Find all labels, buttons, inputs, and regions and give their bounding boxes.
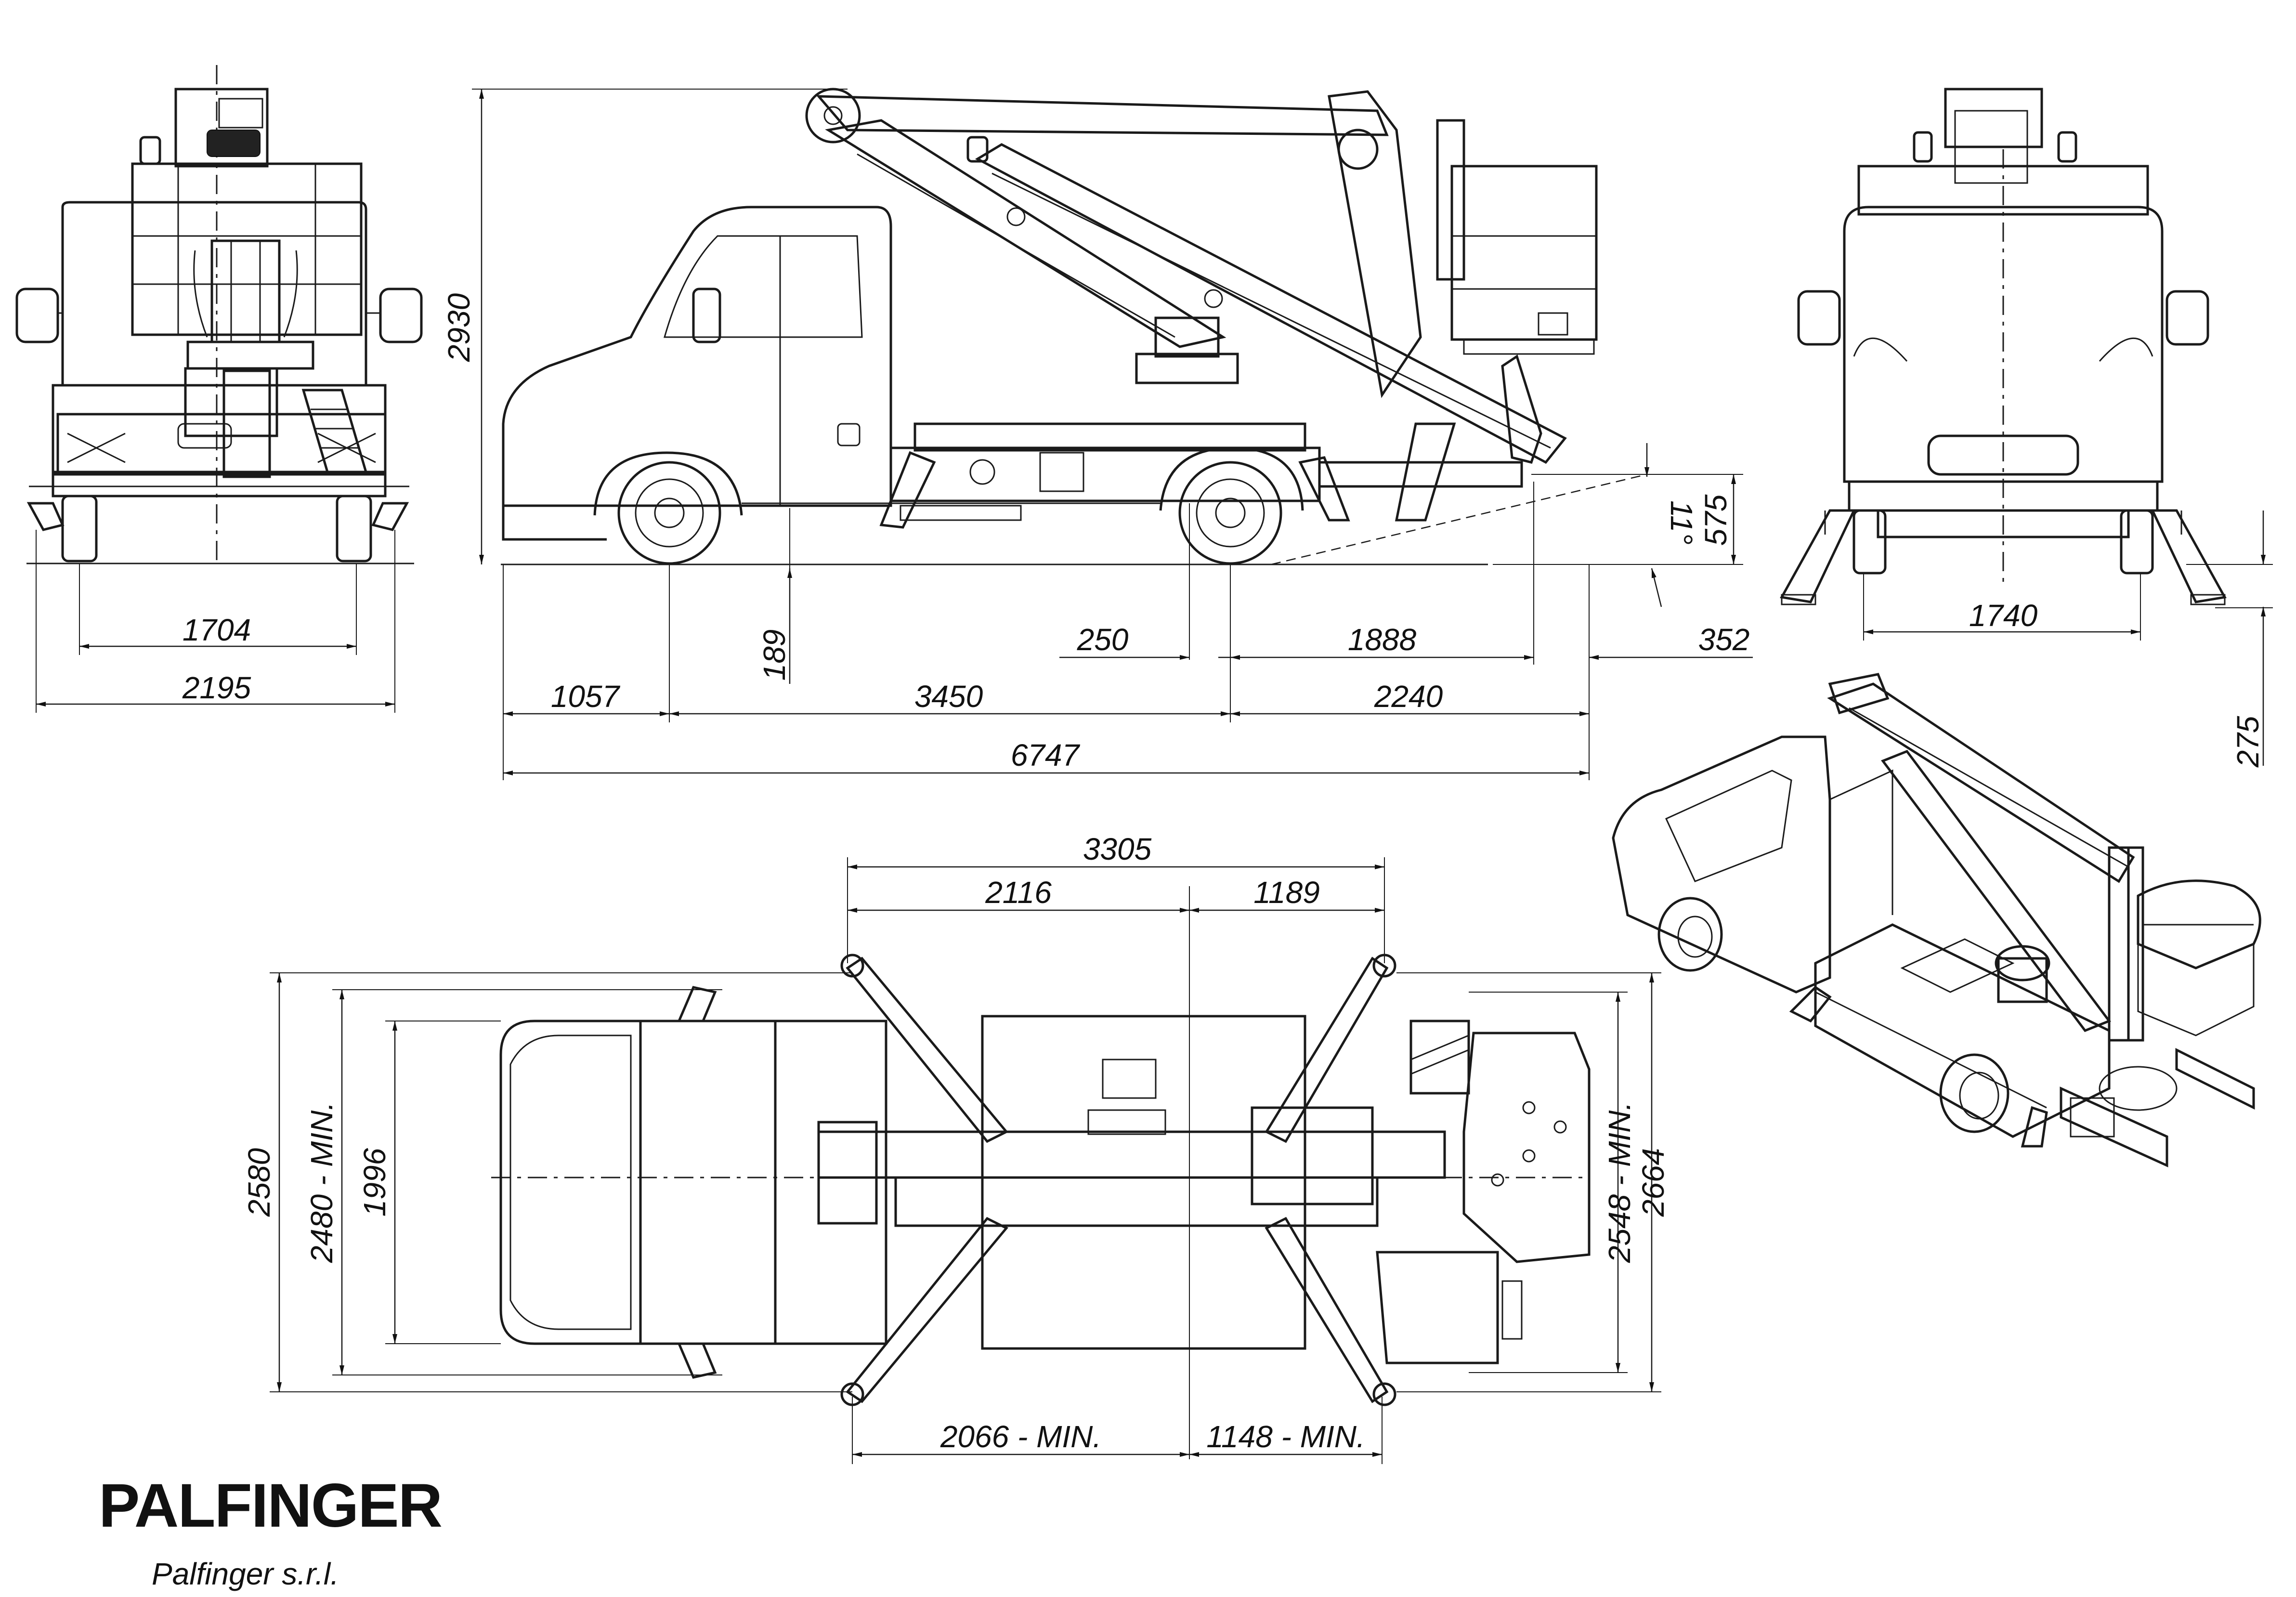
rear-view [1780,88,2227,605]
dim-wheelbase: 3450 [914,679,983,714]
dim-overhang-rear: 352 [1698,622,1750,657]
dim-rear-overhang: 2240 [1374,679,1443,714]
dim-outrigger-span: 3305 [1083,832,1152,866]
dim-rear-stab-max: 2664 [1636,1148,1670,1217]
side-dimensions: 2930 575 11° 189 250 1888 352 [442,89,1753,780]
dim-top-outrigger-rear: 1189 [1253,875,1320,910]
dim-cab-width: 1996 [357,1148,392,1217]
palfinger-logo: PALFINGER [99,1471,442,1540]
side-view [501,88,1598,565]
rear-dimensions: 1740 275 [1863,511,2273,768]
top-dimensions: 3305 2116 1189 2066 - MIN. 1148 - MIN. 2… [242,832,1670,1464]
dim-angle: 11° [1664,500,1699,545]
dim-rear-track: 1740 [1969,598,2038,633]
dim-front-overall: 2195 [182,670,251,705]
dim-outrigger-rear: 1888 [1348,622,1417,657]
dim-overall-length: 6747 [1011,738,1081,772]
dim-top-outrigger-front: 2116 [985,875,1052,910]
dim-rear-min: 1148 - MIN. [1206,1419,1365,1454]
front-view [15,65,423,564]
company-name: Palfinger s.r.l. [152,1557,339,1591]
dim-ground-clearance: 189 [757,629,792,681]
dim-front-track: 1704 [183,613,251,647]
dim-step-height: 275 [2231,716,2265,768]
front-dimensions: 1704 2195 [36,530,395,713]
dim-rear-stab-min: 2548 - MIN. [1602,1102,1637,1263]
dim-side-height: 2930 [442,293,476,362]
isometric-view [1612,673,2261,1167]
top-view [491,954,1591,1406]
dim-front-overhang: 1057 [551,679,621,714]
dim-offset-250: 250 [1077,622,1129,657]
dim-stab-min: 2480 - MIN. [304,1102,339,1263]
dim-width-overall: 2580 [242,1148,276,1217]
brand-block: PALFINGER Palfinger s.r.l. [99,1471,443,1591]
dim-outrigger-clearance: 575 [1698,494,1733,546]
dim-front-min: 2066 - MIN. [940,1419,1101,1454]
